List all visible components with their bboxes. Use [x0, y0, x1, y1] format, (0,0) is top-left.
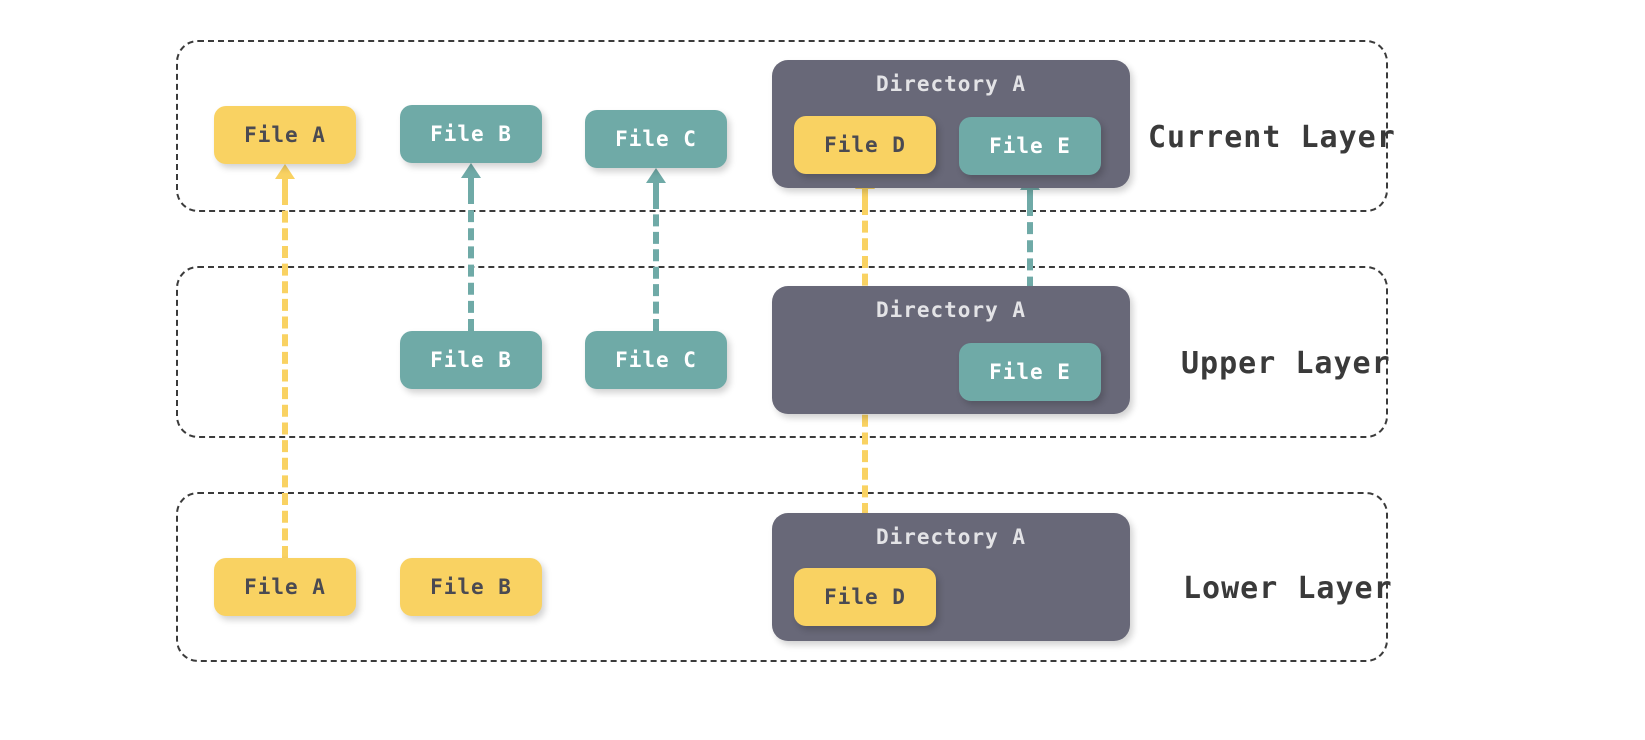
layer-container-current — [176, 40, 1388, 212]
arrow-shaft-conn-file-b — [468, 192, 474, 331]
directory-title: Directory A — [875, 298, 1027, 322]
file-box-cur-file-d[interactable]: File D — [794, 116, 936, 174]
file-box-label: File C — [615, 127, 697, 151]
layer-label-lower: Lower Layer — [1183, 571, 1393, 606]
arrow-stub-conn-file-c — [653, 183, 659, 197]
layer-label-upper: Upper Layer — [1181, 346, 1391, 381]
file-box-label: File D — [824, 585, 906, 609]
arrow-shaft-conn-file-c — [653, 197, 659, 331]
arrow-head-conn-file-c — [646, 168, 666, 183]
arrow-head-conn-file-a — [275, 164, 295, 179]
arrow-stub-conn-file-b — [468, 178, 474, 192]
layer-container-lower — [176, 492, 1388, 662]
file-box-cur-file-a[interactable]: File A — [214, 106, 356, 164]
file-box-label: File B — [430, 348, 512, 372]
arrow-stub-conn-file-a — [282, 179, 288, 193]
file-box-low-file-d[interactable]: File D — [794, 568, 936, 626]
arrow-shaft-conn-file-a — [282, 193, 288, 558]
file-box-label: File B — [430, 575, 512, 599]
arrow-shaft-conn-file-e — [1027, 204, 1033, 343]
file-box-up-file-b[interactable]: File B — [400, 331, 542, 389]
file-box-label: File B — [430, 122, 512, 146]
file-box-low-file-b[interactable]: File B — [400, 558, 542, 616]
layer-label-current: Current Layer — [1148, 120, 1396, 155]
file-box-label: File E — [989, 360, 1071, 384]
arrow-stub-conn-file-e — [1027, 190, 1033, 204]
file-box-cur-file-c[interactable]: File C — [585, 110, 727, 168]
file-box-label: File A — [244, 575, 326, 599]
file-box-up-file-c[interactable]: File C — [585, 331, 727, 389]
arrow-stub-conn-file-d — [862, 189, 868, 203]
file-box-label: File E — [989, 134, 1071, 158]
directory-title: Directory A — [875, 525, 1027, 549]
file-box-label: File C — [615, 348, 697, 372]
file-box-low-file-a[interactable]: File A — [214, 558, 356, 616]
file-box-label: File A — [244, 123, 326, 147]
arrow-head-conn-file-b — [461, 163, 481, 178]
file-box-up-file-e[interactable]: File E — [959, 343, 1101, 401]
layer-container-upper — [176, 266, 1388, 438]
file-box-cur-file-b[interactable]: File B — [400, 105, 542, 163]
directory-title: Directory A — [875, 72, 1027, 96]
file-box-label: File D — [824, 133, 906, 157]
file-box-cur-file-e[interactable]: File E — [959, 117, 1101, 175]
